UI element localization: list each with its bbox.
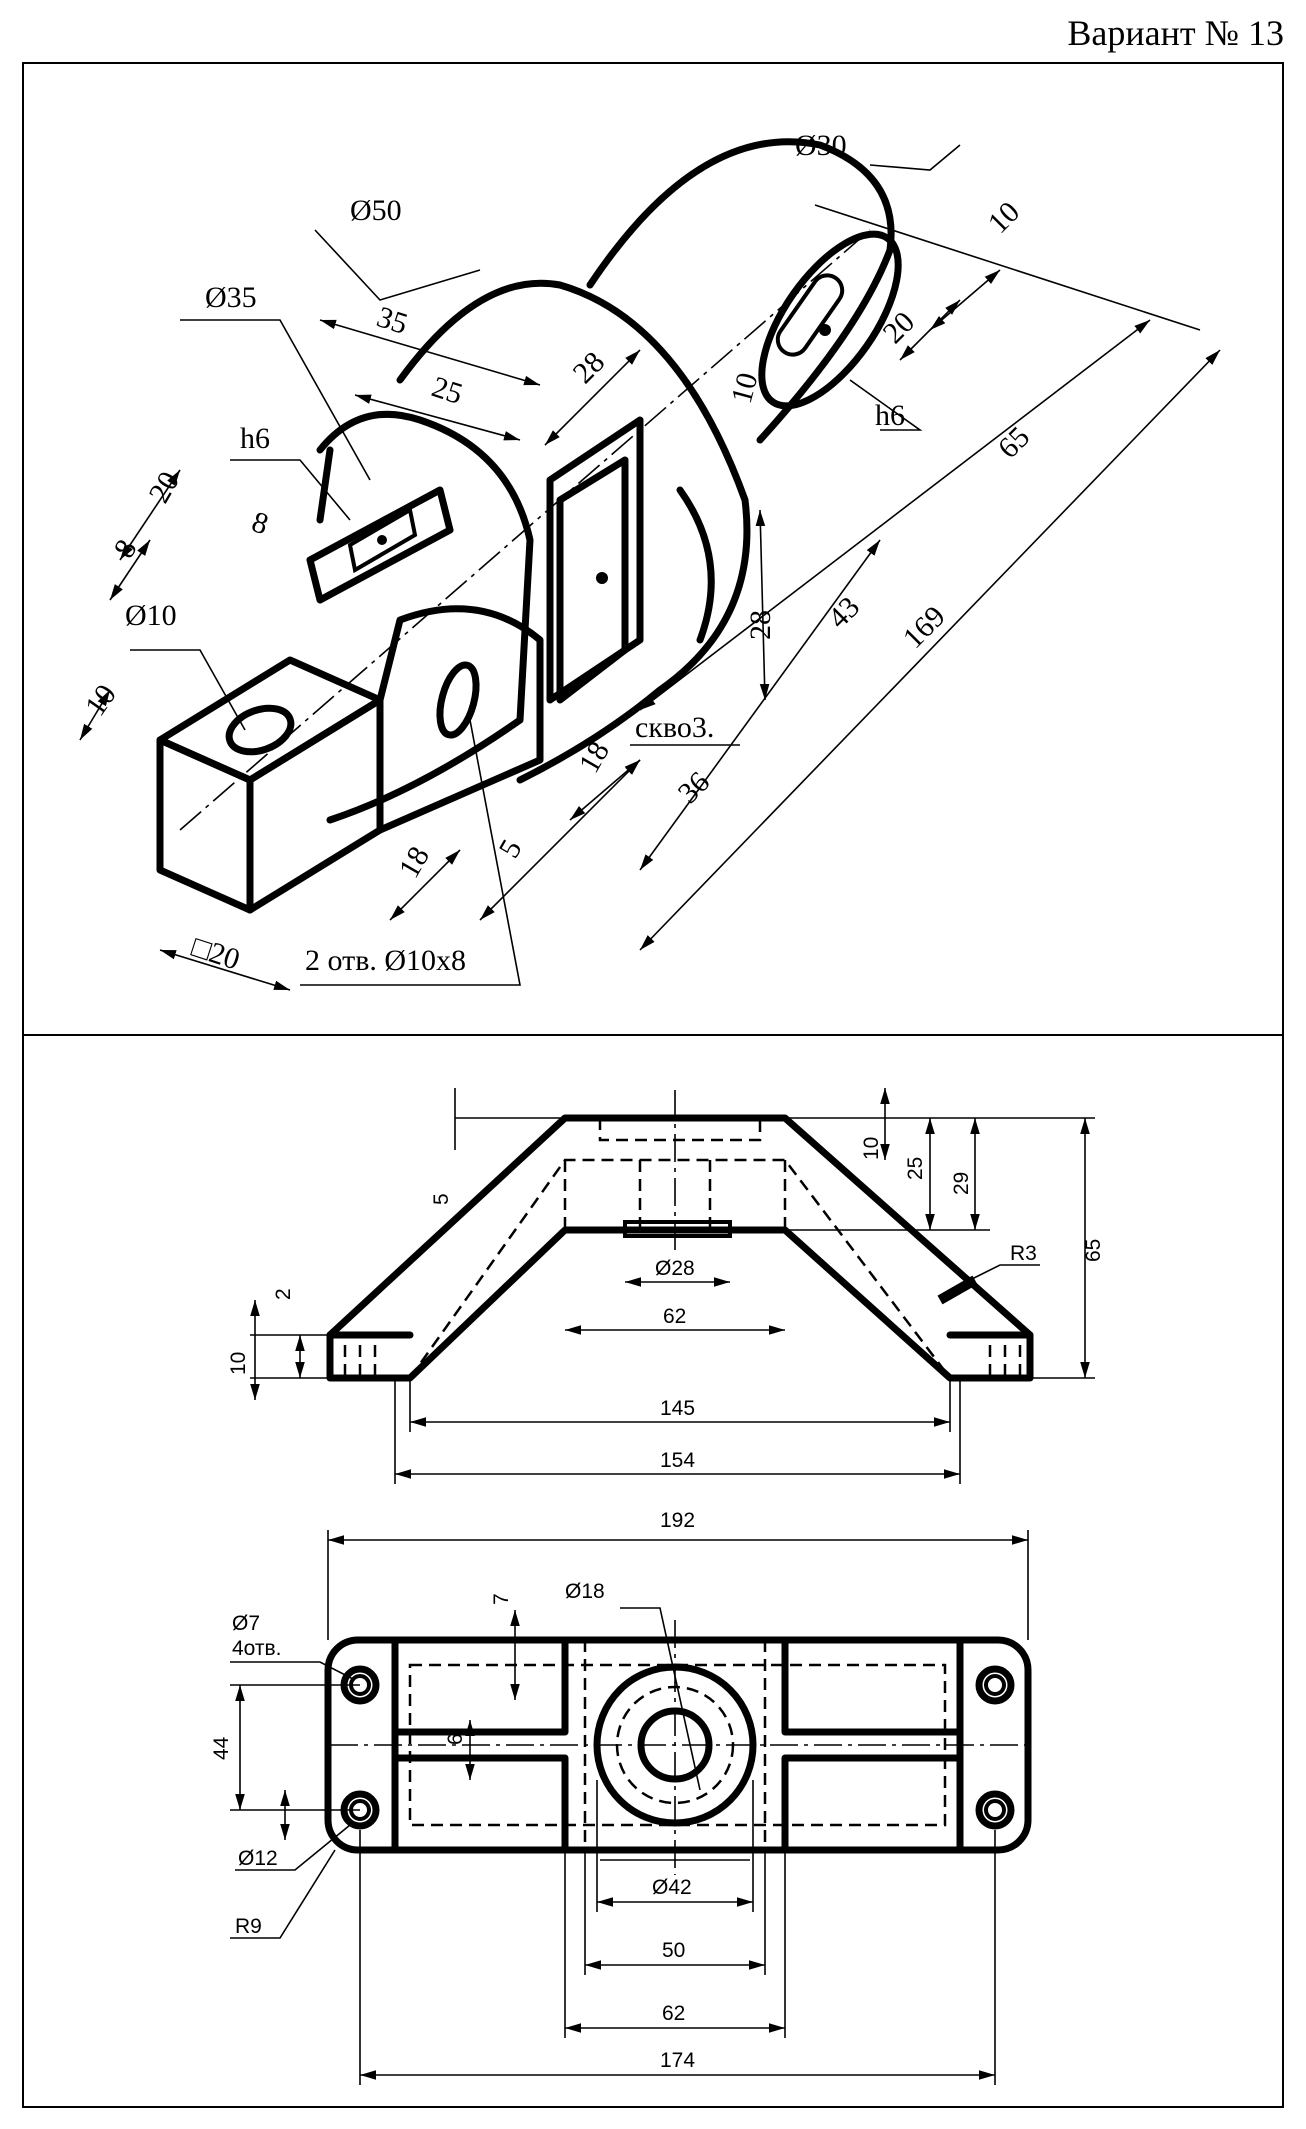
label-h6-right: h6 <box>875 399 905 432</box>
top-dim-174: 174 <box>660 2049 695 2072</box>
keyway-point <box>819 324 831 336</box>
dim-18a: 18 <box>572 736 616 778</box>
isometric-view: Ø30 Ø50 Ø35 Ø10 h6 h6 скво3. 2 отв. Ø10х… <box>79 129 1221 991</box>
dim-169: 169 <box>897 600 952 655</box>
front-dim-2: 2 <box>272 1288 295 1300</box>
dim-35: 35 <box>373 300 412 341</box>
drawing-frame <box>22 62 1284 2108</box>
dim-28a: 28 <box>567 345 612 390</box>
square-side-face <box>246 696 384 914</box>
front-dim-29: 29 <box>950 1172 973 1195</box>
window-point <box>596 572 608 584</box>
dim-65: 65 <box>992 420 1037 465</box>
pocket-br <box>781 1754 964 1854</box>
front-dim-r3: R3 <box>1010 1242 1037 1265</box>
pocket-tl <box>391 1636 569 1736</box>
front-dim-25: 25 <box>904 1157 927 1180</box>
cyl35-left-edge <box>316 446 334 524</box>
front-dim-d28: Ø28 <box>655 1257 695 1280</box>
square-front-face <box>156 736 254 914</box>
hole-d10-top <box>225 704 295 756</box>
dim-8a: 8 <box>248 505 272 541</box>
top-dim-192: 192 <box>660 1509 695 1532</box>
front-dim-62: 62 <box>663 1305 686 1328</box>
main-axis <box>179 229 871 831</box>
top-dim-62: 62 <box>662 2002 685 2025</box>
front-dim-10: 10 <box>860 1137 883 1160</box>
top-view: 192 7 Ø18 Ø7 4отв. 6 44 Ø12 R9 Ø42 50 62… <box>210 1509 1032 2085</box>
slot-h6 <box>347 506 418 574</box>
slot-point <box>377 535 387 545</box>
neck-outline <box>376 605 544 834</box>
top-dim-7: 7 <box>490 1593 513 1605</box>
dim-25: 25 <box>428 370 467 411</box>
dim-20-left: 20 <box>142 466 186 508</box>
pocket-tr <box>781 1636 964 1736</box>
window-through <box>556 456 629 704</box>
dim-28-vertical: 28 <box>744 610 777 640</box>
label-d30: Ø30 <box>795 129 847 162</box>
top-dim-6: 6 <box>444 1733 467 1745</box>
front-dim-5: 5 <box>430 1193 453 1205</box>
label-d35: Ø35 <box>205 281 257 314</box>
top-dim-d42: Ø42 <box>652 1876 692 1899</box>
top-dim-d12: Ø12 <box>238 1847 278 1870</box>
top-dim-44: 44 <box>210 1736 233 1760</box>
variant-title: Вариант № 13 <box>1067 13 1284 53</box>
dim-5: 5 <box>492 834 528 863</box>
label-skvoz: скво3. <box>635 711 714 744</box>
disk-face-arc <box>676 486 715 644</box>
top-outline <box>324 1636 1032 1854</box>
label-h6-top: h6 <box>240 422 270 455</box>
dim-8b: 8 <box>107 534 143 563</box>
label-sq20: □20 <box>188 930 244 976</box>
pocket-bl <box>391 1754 569 1854</box>
dim-36: 36 <box>672 765 717 810</box>
top-dim-d18: Ø18 <box>565 1580 605 1603</box>
dim-43: 43 <box>822 590 867 635</box>
top-dim-4otv: 4отв. <box>232 1637 282 1660</box>
front-dim-154: 154 <box>660 1449 695 1472</box>
bolt-hole-tr <box>975 1665 1015 1705</box>
fillet-hatch <box>937 1275 978 1305</box>
dim-18b: 18 <box>392 841 436 883</box>
front-dim-65: 65 <box>1082 1239 1105 1262</box>
front-dim-145: 145 <box>660 1397 695 1420</box>
dim-10-right: 10 <box>982 195 1027 240</box>
top-dim-50: 50 <box>662 1939 685 1962</box>
top-dim-d7: Ø7 <box>232 1612 260 1635</box>
bottom-boss <box>623 1220 732 1238</box>
side-hole-d10x8 <box>436 661 480 739</box>
label-d50: Ø50 <box>350 194 402 227</box>
front-view: 5 10 25 29 65 2 10 Ø28 62 145 154 R3 <box>227 1088 1105 1484</box>
front-dim-10b: 10 <box>227 1352 250 1375</box>
sheet-divider <box>22 1034 1284 1036</box>
top-dim-r9: R9 <box>235 1915 262 1938</box>
bolt-hole-br <box>975 1790 1015 1830</box>
label-d10: Ø10 <box>125 599 177 632</box>
lug-top <box>306 486 454 604</box>
dim-10-left: 10 <box>79 679 123 723</box>
label-holes: 2 отв. Ø10х8 <box>305 944 466 977</box>
